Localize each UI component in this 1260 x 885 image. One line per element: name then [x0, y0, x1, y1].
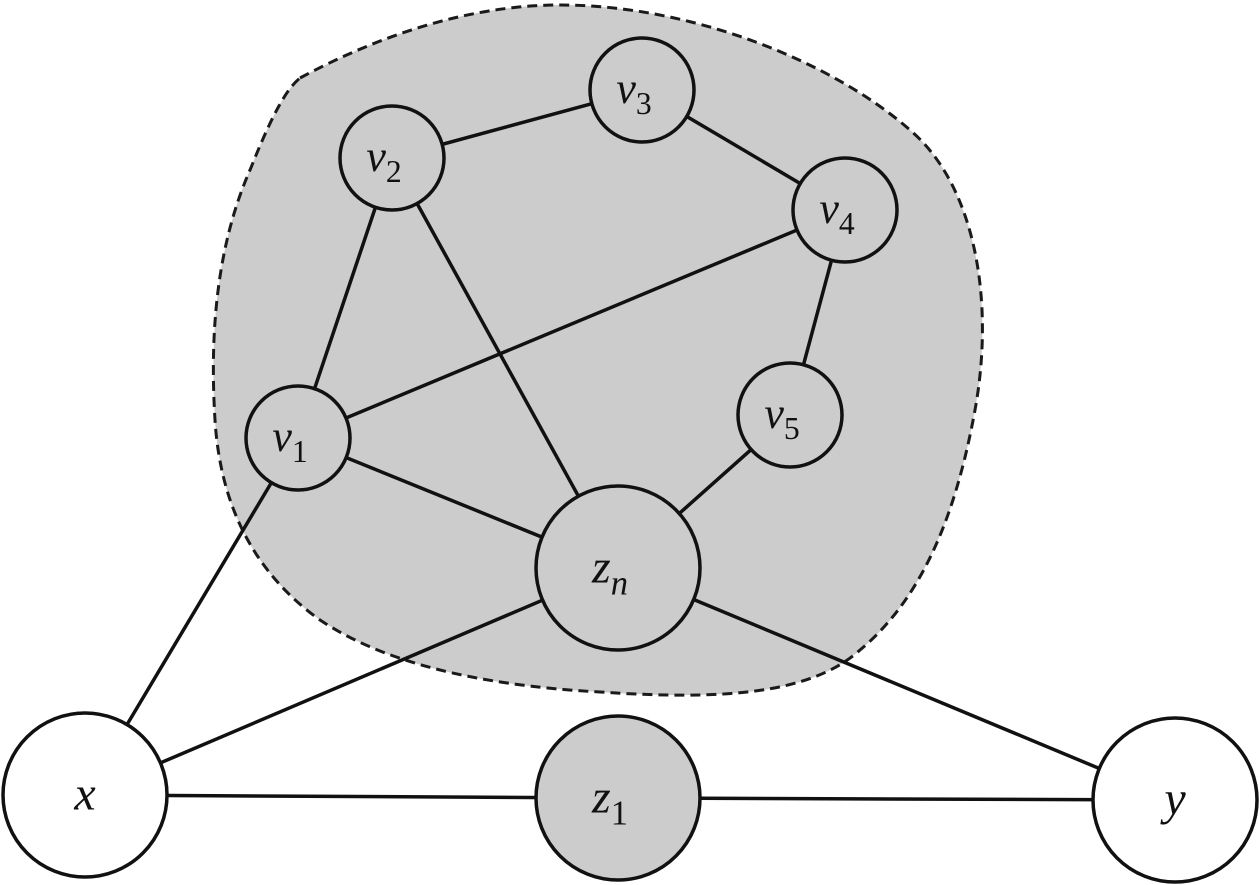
node-x: x [1, 711, 169, 879]
node-label-z1: z1 [591, 770, 628, 832]
node-y: y [1091, 716, 1259, 884]
node-v3: v3 [588, 36, 696, 144]
node-v1: v1 [244, 384, 352, 492]
node-circle-v4 [791, 156, 899, 264]
node-label-v3: v3 [616, 64, 651, 121]
node-label-v5: v5 [764, 389, 799, 446]
node-label-zn: zn [591, 540, 628, 602]
edge-zn-y [617, 566, 1176, 802]
node-label-subscript: 4 [839, 206, 855, 241]
node-circle-x [1, 711, 169, 879]
edge-zn-x [84, 566, 619, 797]
node-label-subscript: 1 [292, 434, 308, 469]
edge-x-z1 [84, 793, 619, 800]
edge-z1-y [617, 796, 1176, 802]
node-label-base: v [764, 389, 784, 438]
node-circle-z1 [534, 714, 702, 882]
node-circle-zn [534, 484, 702, 652]
node-z1: z1 [534, 714, 702, 882]
node-label-v1: v1 [272, 412, 307, 469]
node-v5: v5 [736, 361, 844, 469]
node-circle-y [1091, 716, 1259, 884]
node-zn: zn [534, 484, 702, 652]
node-circle-v1 [244, 384, 352, 492]
node-v2: v2 [338, 104, 446, 212]
node-label-v4: v4 [819, 184, 855, 241]
node-label-subscript: 3 [636, 86, 652, 121]
node-circle-v2 [338, 104, 446, 212]
node-label-subscript: 2 [386, 154, 402, 189]
node-circle-v3 [588, 36, 696, 144]
node-label-base: v [272, 412, 292, 461]
node-label-subscript: 5 [784, 411, 800, 446]
node-label-y: y [1159, 772, 1186, 825]
node-v4: v4 [791, 156, 899, 264]
node-label-base: y [1159, 772, 1186, 825]
node-label-v2: v2 [366, 132, 401, 189]
node-label-base: v [366, 132, 386, 181]
node-circle-v5 [736, 361, 844, 469]
node-label-base: v [616, 64, 636, 113]
node-label-x: x [73, 767, 95, 820]
node-label-base: v [819, 184, 839, 233]
node-label-base: x [73, 767, 95, 820]
node-label-base: z [591, 540, 611, 593]
node-label-subscript: 1 [611, 794, 628, 832]
edge-v4-v1 [297, 208, 846, 440]
node-label-base: z [591, 770, 611, 823]
node-label-subscript: n [611, 564, 628, 602]
